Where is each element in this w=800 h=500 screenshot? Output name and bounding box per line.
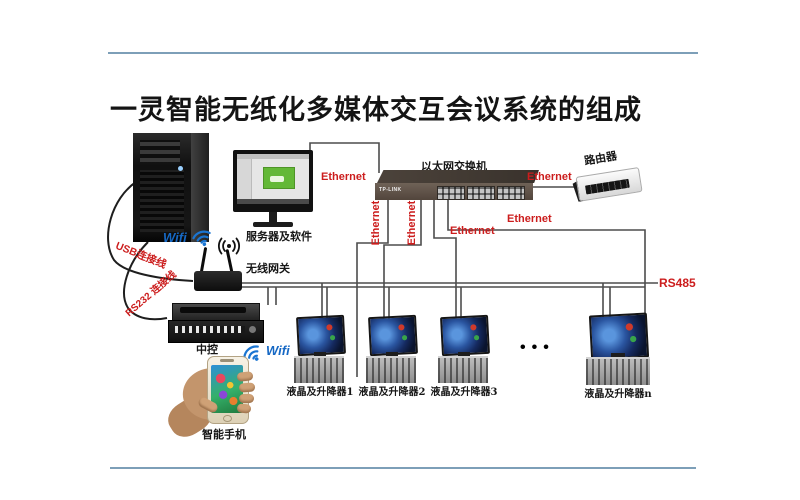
monitor-stand-base [253, 222, 293, 227]
smartphone-speaker [220, 359, 234, 362]
switch-port-block-1 [437, 186, 465, 200]
monitor2-screen [368, 314, 418, 357]
top-rule [108, 52, 698, 54]
gateway-device [194, 271, 242, 291]
controller-jacks [175, 326, 245, 333]
software-toolbar [237, 154, 309, 159]
monitor-stand-neck [269, 212, 277, 222]
cable-monitor-to-switch [309, 142, 380, 173]
ethernet-label-vertical-2: Ethernet [406, 200, 418, 246]
monitor2-stand [386, 352, 398, 357]
controller-bus-risers [267, 287, 277, 305]
server-front-grille [140, 170, 184, 232]
cable-switch-to-lifter1 [356, 200, 389, 377]
rs232-cable [123, 241, 168, 321]
monitor3-lifter [438, 356, 488, 383]
cable-switch-to-monitor2 [383, 200, 422, 318]
monitor1-screen [296, 314, 346, 357]
switch-label: 以太网交换机 [421, 160, 487, 173]
software-side-panel [237, 159, 252, 200]
controller-label: 中控 [196, 343, 218, 356]
gateway-label: 无线网关 [246, 262, 290, 275]
smartphone-home-button [223, 415, 232, 422]
monitor2-lifter [366, 356, 416, 383]
software-preview-detail [270, 176, 284, 182]
page-title: 一灵智能无纸化多媒体交互会议系统的组成 [110, 95, 642, 126]
ethernet-label-vertical-1: Ethernet [370, 200, 382, 246]
switch-top-face [377, 170, 539, 183]
server-power-led [178, 166, 183, 171]
switch-port-block-3 [497, 186, 525, 200]
cable-switch-to-monitor-n [447, 200, 646, 375]
monitor1-label: 液晶及升降器1 [286, 387, 354, 398]
switch-brand: TP-LINK [379, 187, 402, 193]
ethernet-label-long-run: Ethernet [507, 213, 552, 225]
hand-finger-4 [236, 403, 252, 414]
server-drive-bays [140, 140, 180, 162]
wifi-icon-server [192, 230, 211, 247]
ethernet-label-switch-router: Ethernet [527, 171, 572, 183]
phone-label: 智能手机 [202, 428, 246, 441]
controller-slot [180, 307, 246, 313]
controller-knob [249, 326, 256, 333]
wifi-text-server: Wifi [163, 230, 187, 245]
rs485-label: RS485 [659, 276, 696, 290]
hand-finger-2 [238, 382, 256, 393]
wifi-text-phone: Wifi [266, 343, 290, 358]
monitor3-stand [458, 352, 470, 357]
monitor-n-lifter [586, 357, 650, 385]
wifi-icon-phone [243, 345, 259, 361]
software-taskbar [237, 199, 309, 204]
ethernet-label-monitor-switch: Ethernet [321, 171, 366, 183]
broadcast-icon [217, 237, 241, 255]
hand-finger-3 [239, 394, 254, 403]
monitor3-screen [440, 314, 490, 357]
monitor-n-stand [611, 353, 625, 358]
ellipsis-dots: ••• [520, 339, 555, 356]
monitor2-label: 液晶及升降器2 [358, 387, 426, 398]
bottom-rule [110, 467, 696, 469]
cable-switch-to-monitor3 [433, 200, 457, 318]
monitor-n-poles [602, 283, 611, 317]
monitor1-stand [314, 352, 326, 357]
switch-port-block-2 [467, 186, 495, 200]
usb-cable [107, 181, 194, 282]
monitor1-lifter [294, 356, 344, 383]
monitor3-label: 液晶及升降器3 [430, 387, 498, 398]
monitor1-poles [321, 283, 328, 320]
ethernet-label-middle: Ethernet [450, 225, 495, 237]
monitor-n-label: 液晶及升降器n [584, 389, 652, 400]
server-label: 服务器及软件 [246, 230, 312, 243]
server-tower-side [191, 133, 209, 242]
